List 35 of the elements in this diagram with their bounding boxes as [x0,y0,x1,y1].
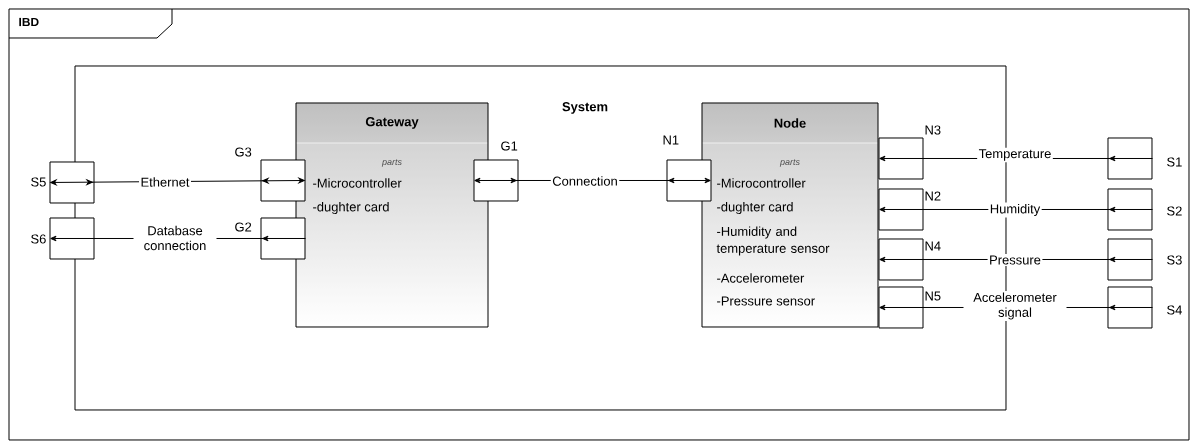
part-item: -Humidity and temperature sensor [716,226,830,256]
compartment-label: parts [381,159,402,167]
compartment-label: parts [779,159,800,167]
port-label: G3 [235,147,252,157]
port-label: S6 [31,234,46,244]
part-item: -Microcontroller [313,178,402,188]
block-title: Gateway [365,117,419,129]
port-label: N2 [925,191,941,201]
port-label: N4 [925,241,941,251]
part-item: -Accelerometer [717,273,805,283]
block-title: Node [774,118,806,128]
port-label: N3 [925,125,941,135]
block-title: System [562,102,608,114]
part-item: -Microcontroller [717,178,806,188]
edge-label: Connection [550,174,620,188]
edge-label: Temperature [977,147,1053,163]
part-item: -Pressure sensor [717,296,815,306]
port-label: N5 [925,291,941,301]
frame-label: IBD [19,17,39,27]
port-label: S3 [1167,255,1182,265]
port-label: G2 [235,222,252,232]
edge-label: Pressure [987,253,1043,266]
part-item: -dughter card [313,201,389,214]
edge-label: Humidity [988,202,1042,218]
connector-arrow [50,177,305,186]
port-label: G1 [501,141,518,151]
port-label: N1 [663,135,679,145]
part-item: -dughter card [717,201,793,214]
port-label: S5 [31,177,46,187]
edge-label: Database connection [133,224,217,252]
port-label: S4 [1167,305,1182,315]
edge-label: Ethernet [139,175,191,189]
port-label: S2 [1167,206,1182,216]
port-label: S1 [1167,157,1182,167]
edge-label: Accelerometer signal [963,291,1067,321]
